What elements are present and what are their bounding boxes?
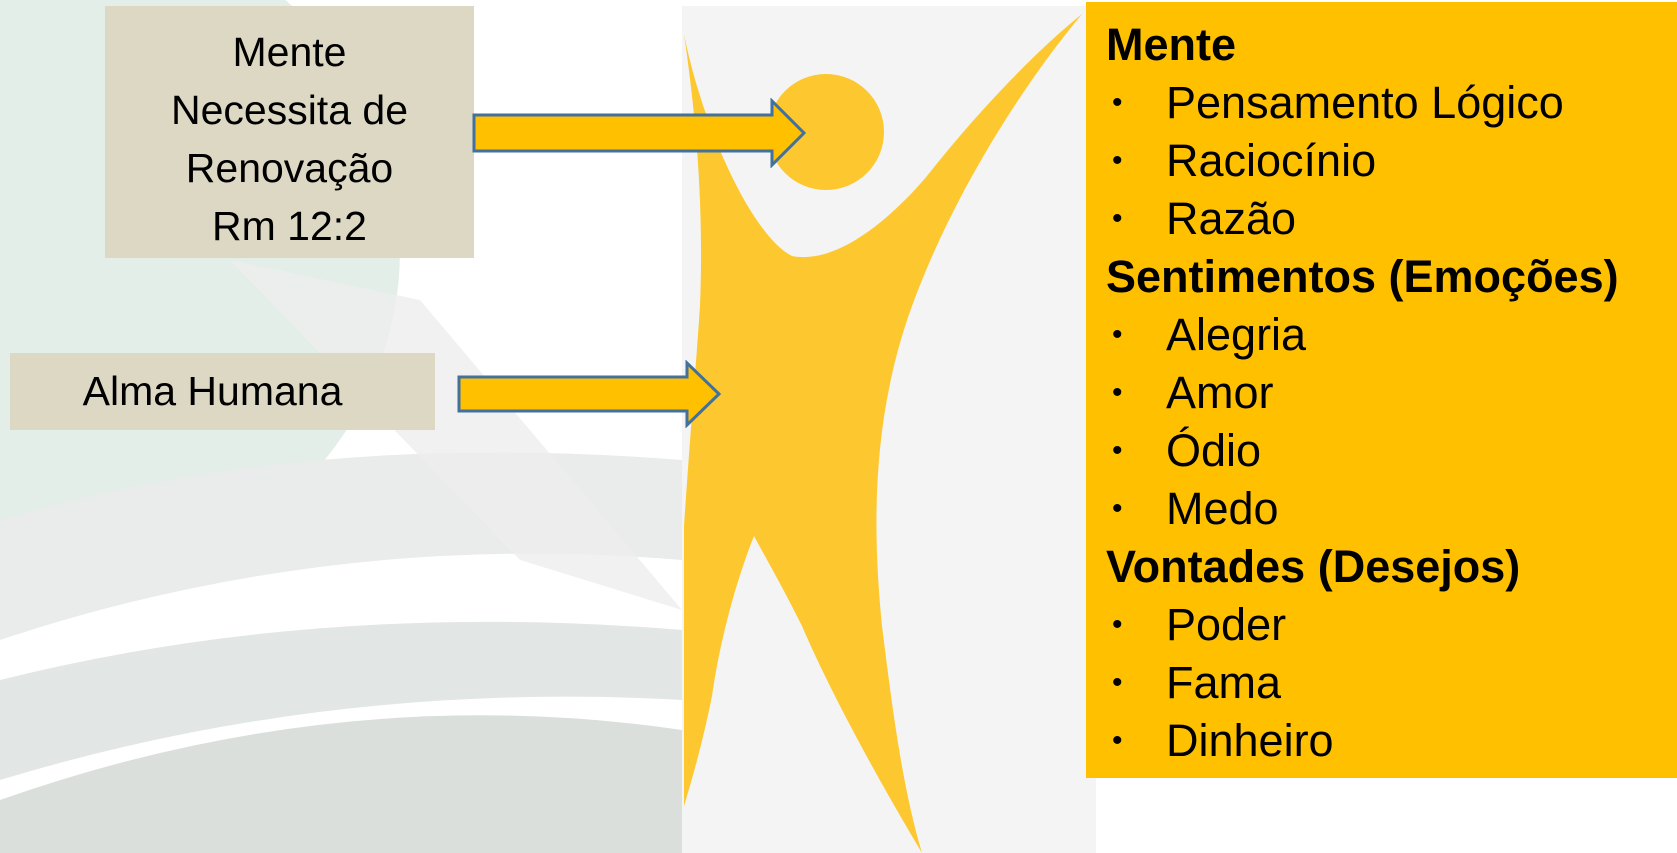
list-item-text: Ódio <box>1166 425 1262 476</box>
arrow-right-icon <box>472 98 807 168</box>
list-item-text: Medo <box>1166 483 1279 534</box>
list-item: • Raciocínio <box>1106 132 1677 190</box>
bullet-icon: • <box>1112 318 1123 351</box>
list-item: • Alegria <box>1106 306 1677 364</box>
arrow-right-icon <box>457 360 722 428</box>
bullet-list: • Alegria • Amor • Ódio • Medo <box>1106 306 1677 538</box>
list-item-text: Amor <box>1166 367 1274 418</box>
figure-head <box>768 74 884 190</box>
list-item-text: Pensamento Lógico <box>1166 77 1564 128</box>
section-title: Vontades (Desejos) <box>1106 541 1521 592</box>
alma-label-text: Alma Humana <box>82 368 343 414</box>
section-title: Sentimentos (Emoções) <box>1106 251 1619 302</box>
list-item-text: Fama <box>1166 657 1282 708</box>
bullet-icon: • <box>1112 144 1123 177</box>
bullet-icon: • <box>1112 608 1123 641</box>
list-item: • Dinheiro <box>1106 712 1677 770</box>
list-item: • Razão <box>1106 190 1677 248</box>
section-title: Mente <box>1106 19 1237 70</box>
bullet-icon: • <box>1112 376 1123 409</box>
list-item: • Amor <box>1106 364 1677 422</box>
bullet-icon: • <box>1112 666 1123 699</box>
mente-label-line: Rm 12:2 <box>212 203 367 249</box>
list-item-text: Poder <box>1166 599 1287 650</box>
panel-section-mente: Mente • Pensamento Lógico • Raciocínio •… <box>1106 16 1677 248</box>
bullet-icon: • <box>1112 724 1123 757</box>
bullet-list: • Pensamento Lógico • Raciocínio • Razão <box>1106 74 1677 248</box>
bullet-icon: • <box>1112 434 1123 467</box>
mente-label-box: Mente Necessita de Renovação Rm 12:2 <box>105 6 474 258</box>
list-item-text: Razão <box>1166 193 1297 244</box>
alma-label-box: Alma Humana <box>10 353 435 430</box>
list-item: • Ódio <box>1106 422 1677 480</box>
person-arms-raised-icon <box>684 14 1082 853</box>
bullet-icon: • <box>1112 492 1123 525</box>
list-item: • Fama <box>1106 654 1677 712</box>
bullet-list: • Poder • Fama • Dinheiro <box>1106 596 1677 770</box>
mente-label-line: Renovação <box>185 145 394 191</box>
list-item: • Pensamento Lógico <box>1106 74 1677 132</box>
bullet-icon: • <box>1112 202 1123 235</box>
list-item-text: Alegria <box>1166 309 1307 360</box>
list-item: • Medo <box>1106 480 1677 538</box>
soul-aspects-panel: Mente • Pensamento Lógico • Raciocínio •… <box>1086 2 1677 778</box>
panel-section-sentimentos: Sentimentos (Emoções) • Alegria • Amor •… <box>1106 248 1677 538</box>
list-item-text: Dinheiro <box>1166 715 1334 766</box>
bullet-icon: • <box>1112 86 1123 119</box>
list-item-text: Raciocínio <box>1166 135 1377 186</box>
figure-body <box>684 14 1082 853</box>
mente-label-line: Necessita de <box>170 87 408 133</box>
panel-section-vontades: Vontades (Desejos) • Poder • Fama • Dinh… <box>1106 538 1677 770</box>
list-item: • Poder <box>1106 596 1677 654</box>
mente-label-line: Mente <box>232 29 347 75</box>
